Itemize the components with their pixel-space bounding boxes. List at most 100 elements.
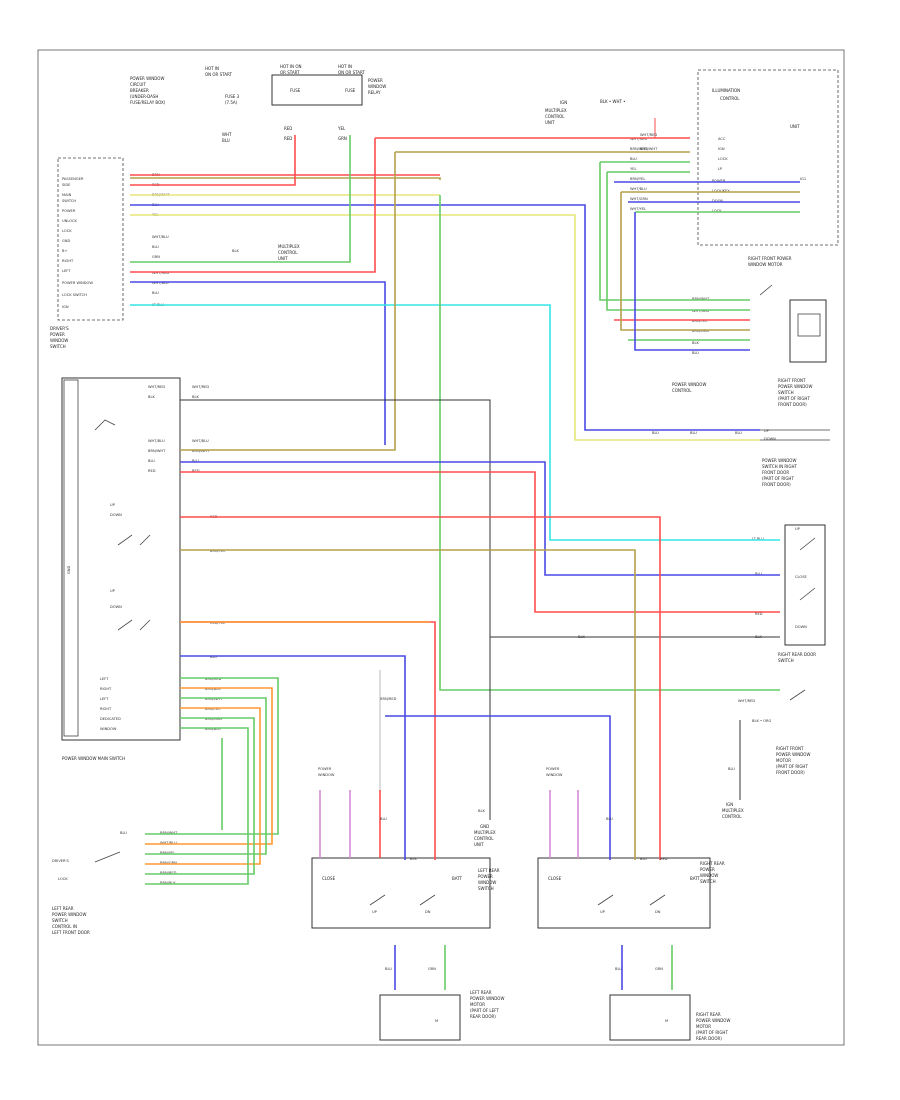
svg-text:WHT/BLU: WHT/BLU [152, 235, 169, 239]
svg-text:RED: RED [192, 469, 200, 473]
svg-text:RELAY: RELAY [368, 90, 381, 95]
right-front-window-motor: RIGHT FRONT POWER WINDOW MOTOR BRN/WHT W… [692, 256, 827, 407]
main-switch-top: PASSENGER SIDE MAIN SWITCH POWER UNLOCK … [50, 157, 300, 349]
svg-text:UP: UP [372, 910, 378, 914]
svg-text:BATT: BATT [452, 876, 463, 881]
svg-text:CONTROL: CONTROL [720, 96, 740, 101]
svg-text:REAR DOOR): REAR DOOR) [696, 1036, 722, 1041]
svg-text:WINDOW: WINDOW [318, 773, 335, 777]
svg-text:GND: GND [480, 824, 489, 829]
svg-text:CLOSE: CLOSE [548, 876, 562, 881]
svg-text:BREAKER: BREAKER [130, 88, 149, 93]
svg-text:FUSE: FUSE [290, 88, 301, 93]
svg-text:BLK: BLK [478, 809, 485, 813]
svg-text:BLK: BLK [148, 395, 155, 399]
svg-text:RED: RED [755, 612, 763, 616]
svg-text:BLU: BLU [222, 138, 230, 143]
svg-text:BRN/WHT: BRN/WHT [630, 147, 648, 151]
svg-text:BRN/YEL: BRN/YEL [210, 549, 225, 553]
svg-text:DEDICATED: DEDICATED [100, 717, 121, 721]
svg-text:BLU: BLU [640, 857, 647, 861]
svg-text:BRN/WHT: BRN/WHT [692, 297, 710, 301]
svg-text:CLOSE: CLOSE [322, 876, 336, 881]
svg-text:POWER: POWER [546, 767, 560, 771]
svg-text:IG1: IG1 [800, 177, 806, 181]
svg-text:POWER WINDOW: POWER WINDOW [696, 1018, 730, 1023]
svg-text:(7.5A): (7.5A) [225, 100, 238, 105]
svg-text:BRN/BLK: BRN/BLK [160, 881, 176, 885]
svg-text:POWER: POWER [318, 767, 332, 771]
svg-text:SWITCH: SWITCH [62, 199, 76, 203]
svg-text:POWER WINDOW: POWER WINDOW [130, 76, 164, 81]
svg-text:SIDE: SIDE [62, 183, 71, 187]
right-rear-window-switch: CLOSE BATT RIGHT REAR POWER WINDOW SWITC… [537, 767, 725, 929]
svg-text:BLU: BLU [385, 967, 392, 971]
svg-text:BLU: BLU [615, 967, 622, 971]
svg-text:HOT IN: HOT IN [205, 66, 219, 71]
svg-text:ACC: ACC [718, 137, 726, 141]
svg-text:MOTOR: MOTOR [696, 1024, 711, 1029]
svg-text:BLK: BLK [410, 857, 417, 861]
svg-text:BLK • WHT •: BLK • WHT • [600, 99, 626, 104]
svg-text:MULTIPLEX: MULTIPLEX [722, 808, 744, 813]
svg-text:MOTOR: MOTOR [776, 758, 791, 763]
svg-text:CIRCUIT: CIRCUIT [130, 82, 146, 87]
svg-text:RIGHT: RIGHT [100, 707, 112, 711]
main-switch-label: POWER WINDOW MAIN SWITCH [62, 756, 125, 761]
svg-text:POWER WINDOW: POWER WINDOW [776, 752, 810, 757]
svg-text:MULTIPLEX: MULTIPLEX [278, 244, 300, 249]
svg-text:GRN: GRN [152, 255, 160, 259]
svg-text:BRN/GRN: BRN/GRN [160, 861, 177, 865]
svg-text:UNIT: UNIT [545, 120, 555, 125]
svg-text:RED: RED [284, 136, 292, 141]
svg-text:BRN/YEL: BRN/YEL [692, 319, 707, 323]
svg-text:GRN: GRN [338, 136, 347, 141]
svg-text:DOWN: DOWN [795, 625, 807, 629]
power-window-main-switch: GND WHT/RED WHT/RED BLK BLK WHT/BLU BRN/… [61, 377, 225, 761]
svg-text:BLU: BLU [692, 351, 699, 355]
svg-text:IGN: IGN [62, 305, 69, 309]
svg-text:SWITCH: SWITCH [778, 390, 794, 395]
svg-text:LT BLU: LT BLU [752, 537, 764, 541]
svg-text:LOCK SWITCH: LOCK SWITCH [62, 293, 87, 297]
svg-text:HOT IN: HOT IN [338, 64, 352, 69]
svg-text:BLU: BLU [606, 817, 613, 821]
door-switch: RIGHT REAR DOOR SWITCH WHT/RED BLK • ORG… [722, 652, 816, 819]
svg-text:POWER WINDOW: POWER WINDOW [62, 281, 93, 285]
svg-text:WHT/BLU: WHT/BLU [148, 439, 165, 443]
svg-text:PASSENGER: PASSENGER [62, 177, 84, 181]
svg-text:(PART OF RIGHT: (PART OF RIGHT [776, 764, 808, 769]
svg-text:BRN/BLK: BRN/BLK [205, 687, 221, 691]
svg-text:BLK: BLK [192, 395, 199, 399]
svg-text:BLU: BLU [120, 831, 127, 835]
svg-text:YEL: YEL [630, 167, 636, 171]
svg-text:WINDOW MOTOR: WINDOW MOTOR [748, 262, 783, 267]
svg-text:ILLUMINATION: ILLUMINATION [712, 88, 740, 93]
svg-text:GND: GND [62, 239, 70, 243]
svg-text:BRN/GRN: BRN/GRN [205, 717, 222, 721]
left-rear-window-switch: CLOSE BATT LEFT REAR POWER WINDOW SWITCH… [311, 767, 500, 929]
svg-text:LEFT REAR: LEFT REAR [478, 868, 500, 873]
svg-text:DN: DN [425, 910, 431, 914]
svg-text:BLK: BLK [692, 341, 699, 345]
svg-text:FRONT DOOR): FRONT DOOR) [776, 770, 805, 775]
svg-text:UP: UP [110, 589, 116, 593]
svg-text:RIGHT REAR: RIGHT REAR [700, 861, 725, 866]
svg-text:POWER: POWER [478, 874, 493, 879]
svg-text:SWITCH: SWITCH [478, 886, 494, 891]
svg-text:UNIT: UNIT [278, 256, 288, 261]
svg-text:UP: UP [110, 503, 116, 507]
ignition-block: ILLUMINATION CONTROL UNIT IGN MULTIPLEX … [545, 69, 839, 246]
rear-window-lock-switch: POWER WINDOW SWITCH IN RIGHT FRONT DOOR … [752, 458, 826, 646]
svg-text:WHT/RED: WHT/RED [148, 385, 165, 389]
svg-text:BLU: BLU [652, 431, 659, 435]
svg-text:FRONT DOOR): FRONT DOOR) [778, 402, 807, 407]
svg-text:BRN/YEL: BRN/YEL [630, 177, 645, 181]
svg-text:BRN/WHT: BRN/WHT [192, 449, 210, 453]
svg-text:IGN: IGN [726, 802, 733, 807]
svg-text:(PART OF RIGHT: (PART OF RIGHT [762, 476, 794, 481]
wire-labels: WHT/RED BRN/WHT BLK BLK BLU RED BLU BLU [380, 133, 668, 861]
svg-text:YEL: YEL [337, 126, 346, 131]
svg-text:LEFT: LEFT [100, 677, 109, 681]
